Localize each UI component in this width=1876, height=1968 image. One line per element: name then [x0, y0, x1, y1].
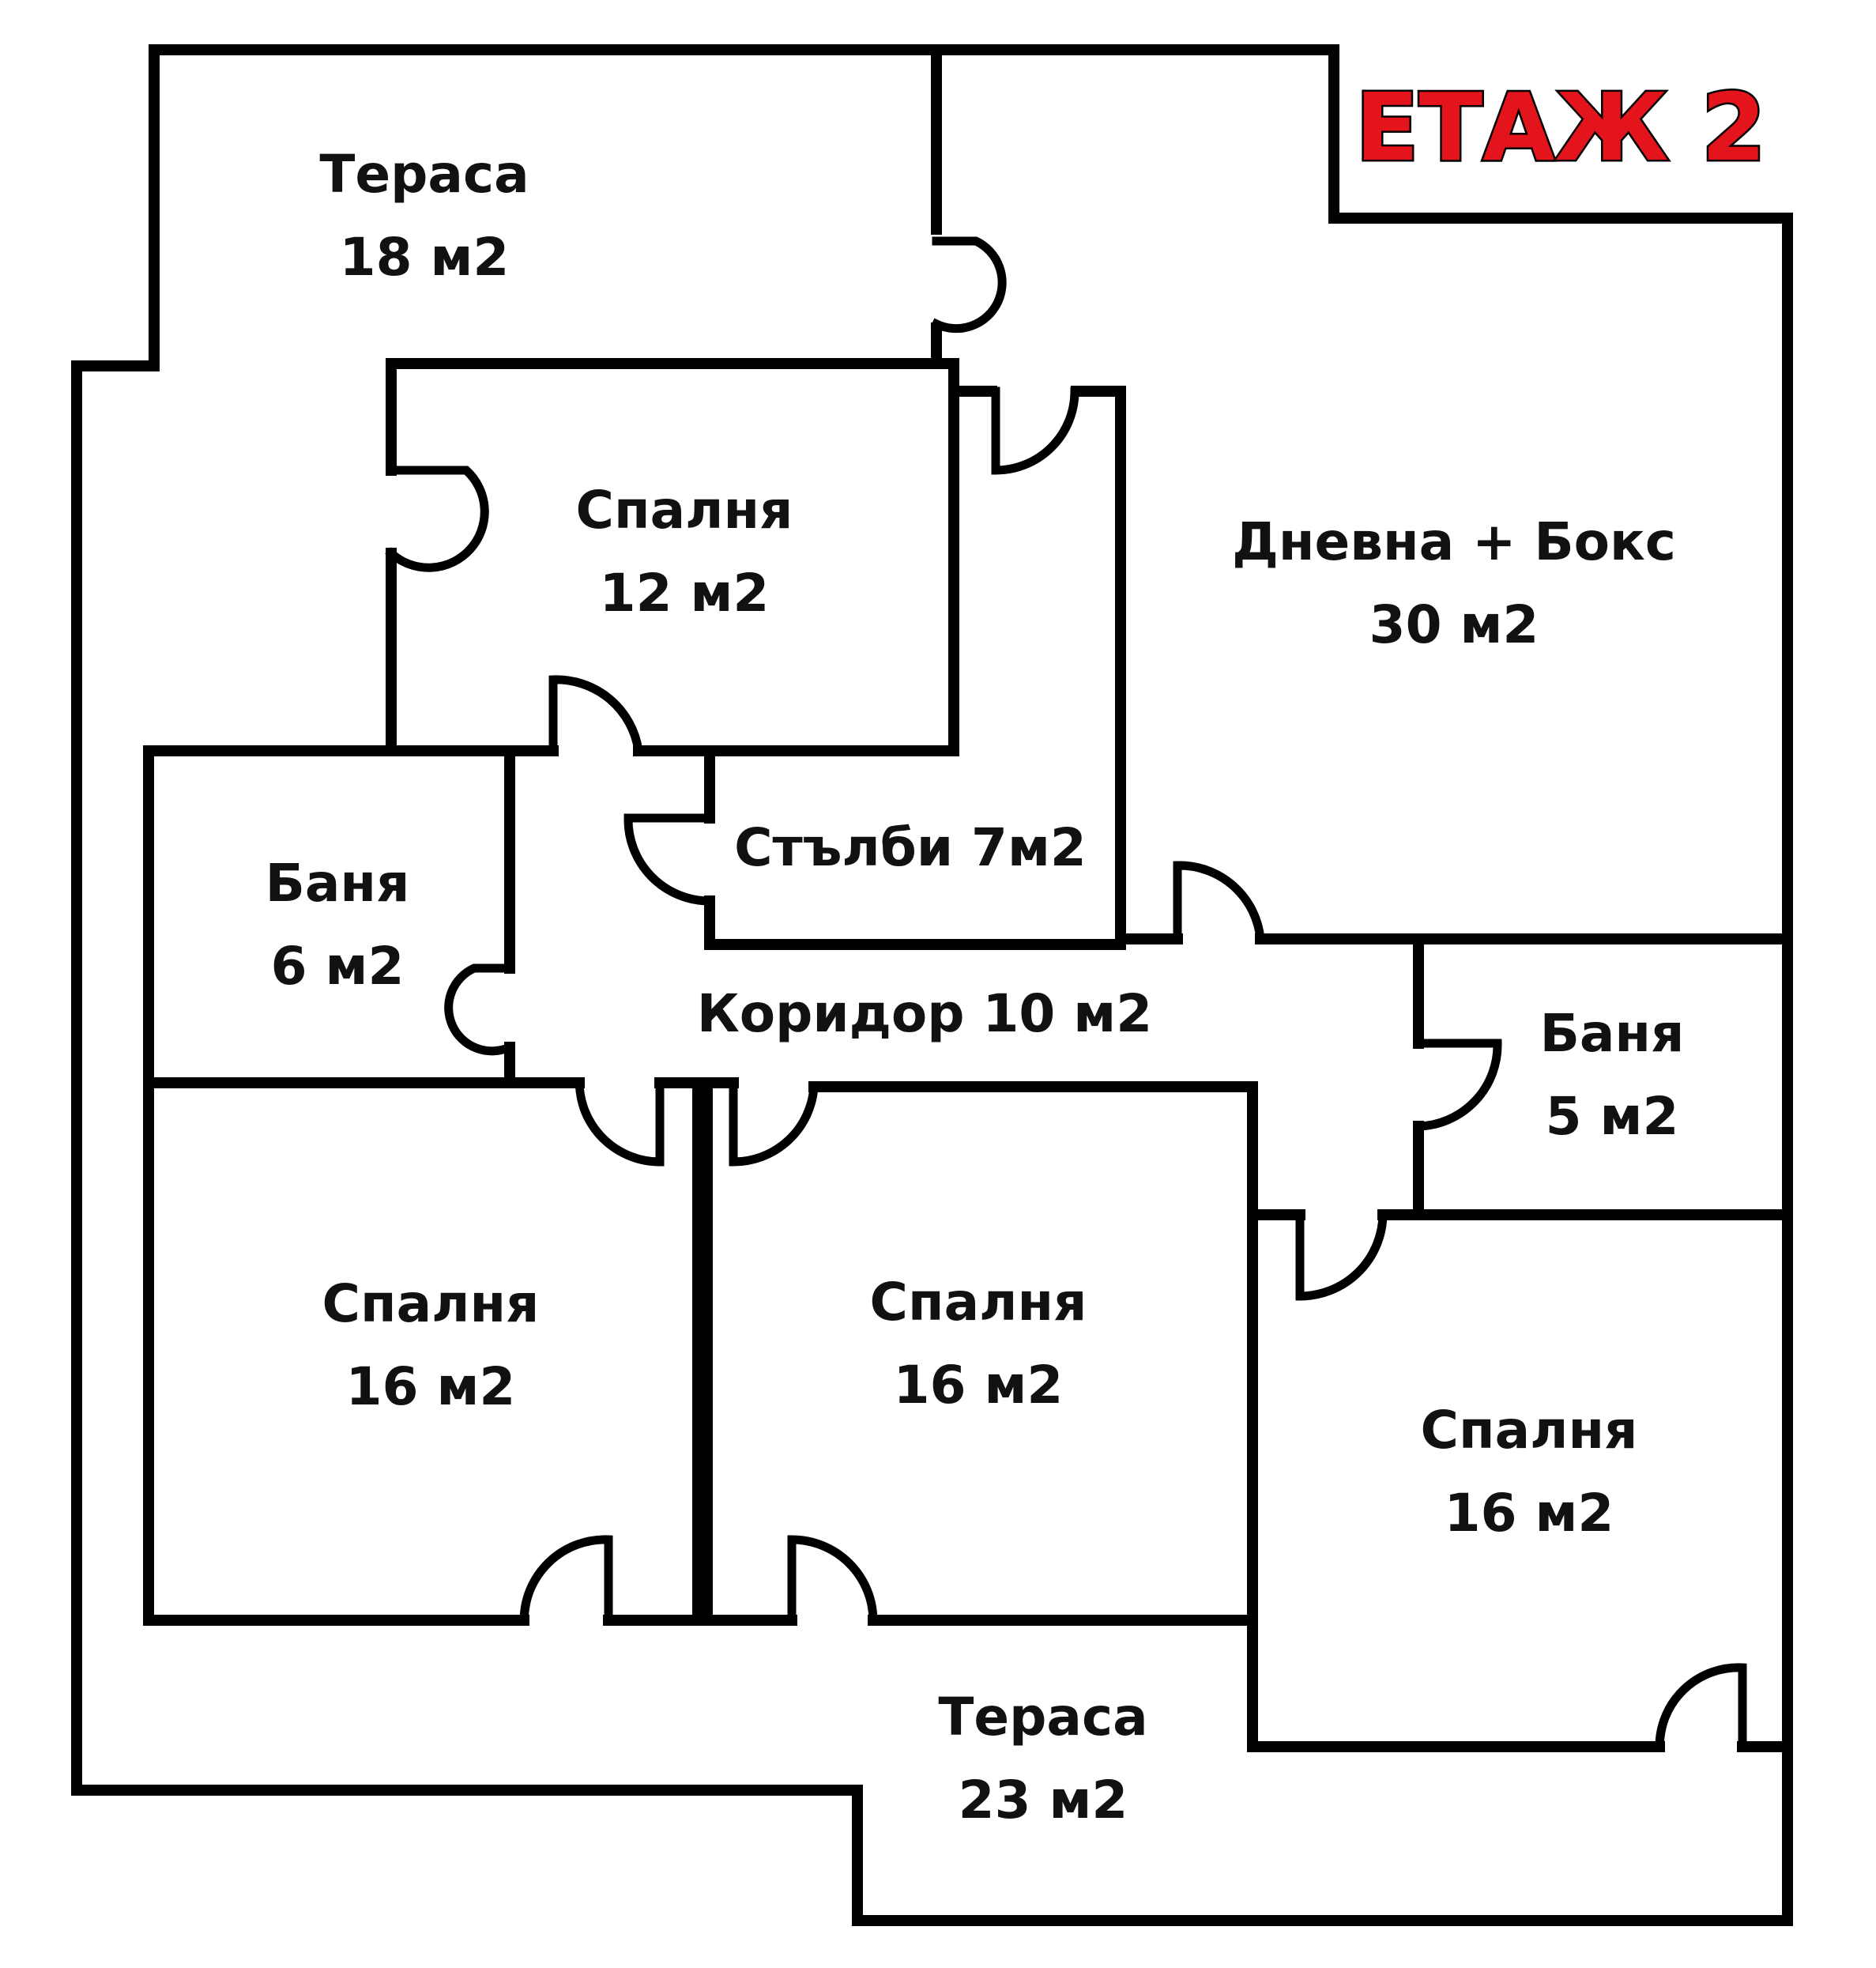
room-name-bedroom-left: Спалня	[322, 1273, 540, 1334]
room-labels: Тераса 18 м2 Спалня 12 м2 Дневна + Бокс …	[266, 144, 1685, 1830]
room-name-bath-5: Баня	[1540, 1003, 1685, 1064]
room-area-living: 30 м2	[1369, 594, 1539, 655]
door-bedroom-right-top	[1295, 1210, 1388, 1301]
room-name-stairs: Стълби 7м2	[734, 817, 1087, 878]
room-name-bedroom-12: Спалня	[576, 480, 793, 541]
door-bedroom-left-top	[574, 1078, 665, 1167]
bedroom-right-body-wall	[1247, 1209, 1665, 1752]
door-stairs-top	[991, 386, 1079, 475]
room-area-terrace-bottom: 23 м2	[959, 1770, 1128, 1830]
doors	[385, 236, 1747, 1751]
room-area-bedroom-right: 16 м2	[1445, 1483, 1614, 1544]
room-area-bedroom-mid: 16 м2	[894, 1355, 1064, 1416]
door-bedroom-12-bottom	[548, 675, 644, 756]
bath-6-wall	[143, 745, 515, 1088]
room-name-bedroom-mid: Спалня	[870, 1272, 1087, 1333]
outer-wall	[71, 44, 1793, 1926]
room-name-bedroom-right: Спалня	[1421, 1400, 1638, 1461]
door-bedroom-mid-top	[729, 1078, 819, 1167]
bedroom-left-rest-wall	[143, 1077, 529, 1626]
door-terrace-top	[930, 236, 1007, 334]
room-area-bedroom-12: 12 м2	[600, 563, 770, 624]
bedroom-left-right-wall	[603, 1077, 703, 1626]
door-bedroom-mid-bottom	[787, 1535, 878, 1625]
door-living	[1173, 861, 1266, 944]
room-name-bath-6: Баня	[266, 853, 410, 914]
room-area-bath-6: 6 м2	[271, 936, 405, 997]
door-bedroom-right-bottom	[1655, 1663, 1747, 1751]
bedroom-mid-top-wall	[808, 1081, 1258, 1220]
door-bath-5	[1414, 1039, 1502, 1131]
door-bedroom-12	[385, 466, 489, 572]
floor-title: ЕТАЖ 2	[1355, 73, 1766, 182]
bedroom-12-wall	[386, 358, 959, 756]
room-name-living: Дневна + Бокс	[1232, 511, 1676, 572]
room-name-corridor: Коридор 10 м2	[697, 983, 1152, 1044]
door-bath-6	[444, 963, 516, 1056]
door-stairs-side	[623, 813, 714, 906]
door-bedroom-left-bottom	[519, 1535, 613, 1625]
bedroom-mid-wall	[702, 1077, 739, 1171]
room-area-bath-5: 5 м2	[1546, 1086, 1679, 1147]
room-name-terrace-top: Тераса	[319, 144, 529, 205]
room-area-bedroom-left: 16 м2	[346, 1356, 516, 1417]
walls	[71, 44, 1793, 1926]
room-area-terrace-top: 18 м2	[340, 227, 510, 288]
bedroom-mid-bottom-wall	[702, 1160, 797, 1626]
room-name-terrace-bottom: Тераса	[938, 1687, 1147, 1747]
